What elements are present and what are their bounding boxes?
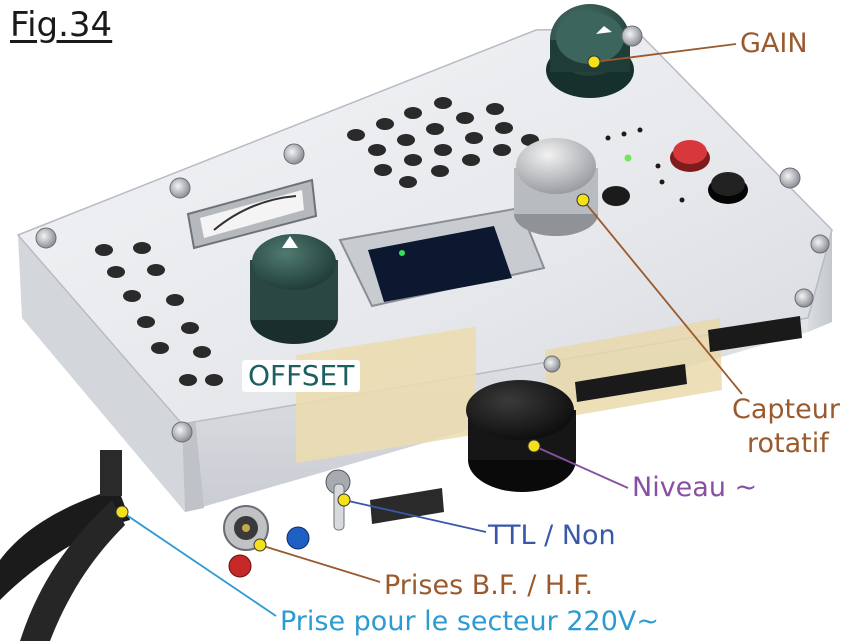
- display-led: [399, 250, 405, 256]
- rotary-encoder-label-line1: Capteur: [732, 394, 840, 425]
- leader-lines: [121, 43, 743, 617]
- display-screen: [368, 226, 512, 302]
- offset-label: OFFSET: [242, 360, 361, 392]
- vent-holes-left: [95, 242, 223, 386]
- front-slot-2: [708, 316, 802, 352]
- offset-knob[interactable]: [250, 234, 338, 344]
- power-cable-2: [20, 500, 125, 641]
- front-slot-1: [575, 364, 687, 402]
- offset-knob-pointer-icon: [282, 236, 298, 248]
- screws: [35, 25, 830, 443]
- status-led: [624, 154, 632, 162]
- red-button[interactable]: [670, 140, 710, 172]
- level-knob[interactable]: [466, 380, 576, 492]
- front-slot-3: [370, 488, 444, 524]
- small-leds: [605, 127, 685, 203]
- ttl-toggle-switch[interactable]: [325, 469, 351, 531]
- gain-label: GAIN: [740, 28, 808, 59]
- rca-jack-bf[interactable]: [223, 505, 269, 551]
- marker-dots: [115, 55, 601, 552]
- ttl-switch-label: TTL / Non: [488, 520, 616, 551]
- figure-title: Fig.34: [10, 5, 113, 45]
- jacks-label: Prises B.F. / H.F.: [384, 570, 594, 601]
- front-panel: [18, 235, 185, 512]
- gain-knob-pointer-icon: [596, 26, 612, 34]
- rotary-encoder-knob[interactable]: [514, 138, 598, 236]
- analog-meter-scale: [200, 190, 304, 238]
- mains-socket-label: Prise pour le secteur 220V~: [280, 606, 659, 637]
- banana-jack-blue[interactable]: [286, 526, 310, 550]
- top-hole: [602, 186, 630, 206]
- side-panel: [182, 418, 204, 512]
- rotary-encoder-label-line2: rotatif: [747, 428, 829, 459]
- banana-jack-red[interactable]: [228, 554, 252, 578]
- power-connector: [100, 450, 122, 496]
- meter-scale-arc: [213, 195, 297, 231]
- black-button[interactable]: [708, 172, 748, 204]
- level-label: Niveau ~: [632, 472, 758, 503]
- vent-holes-top: [347, 97, 539, 188]
- gain-knob[interactable]: [546, 4, 634, 98]
